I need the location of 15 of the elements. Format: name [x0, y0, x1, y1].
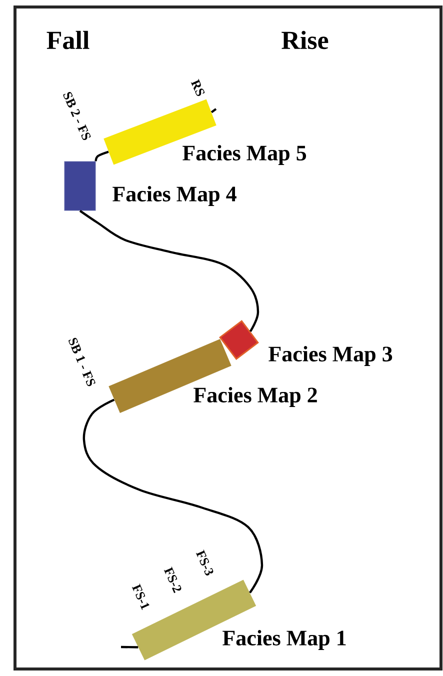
facies-box: [64, 161, 96, 211]
curve-line: [82, 398, 264, 594]
curve-line: [120, 646, 138, 648]
map-label: Facies Map 1: [222, 630, 346, 650]
surface-label: FS-2: [164, 566, 182, 594]
map-label: Facies Map 4: [112, 186, 236, 206]
map-label: Facies Map 2: [194, 387, 317, 407]
map-label: Facies Map 3: [268, 346, 392, 366]
surface-label: SB 2 - FS: [63, 92, 91, 140]
surface-label: FS-1: [132, 584, 150, 610]
curve-line: [210, 108, 217, 114]
axis-heading: Rise: [282, 30, 328, 50]
curve-line: [79, 210, 260, 332]
map-label: Facies Map 5: [182, 145, 306, 165]
curve-line: [94, 150, 109, 162]
